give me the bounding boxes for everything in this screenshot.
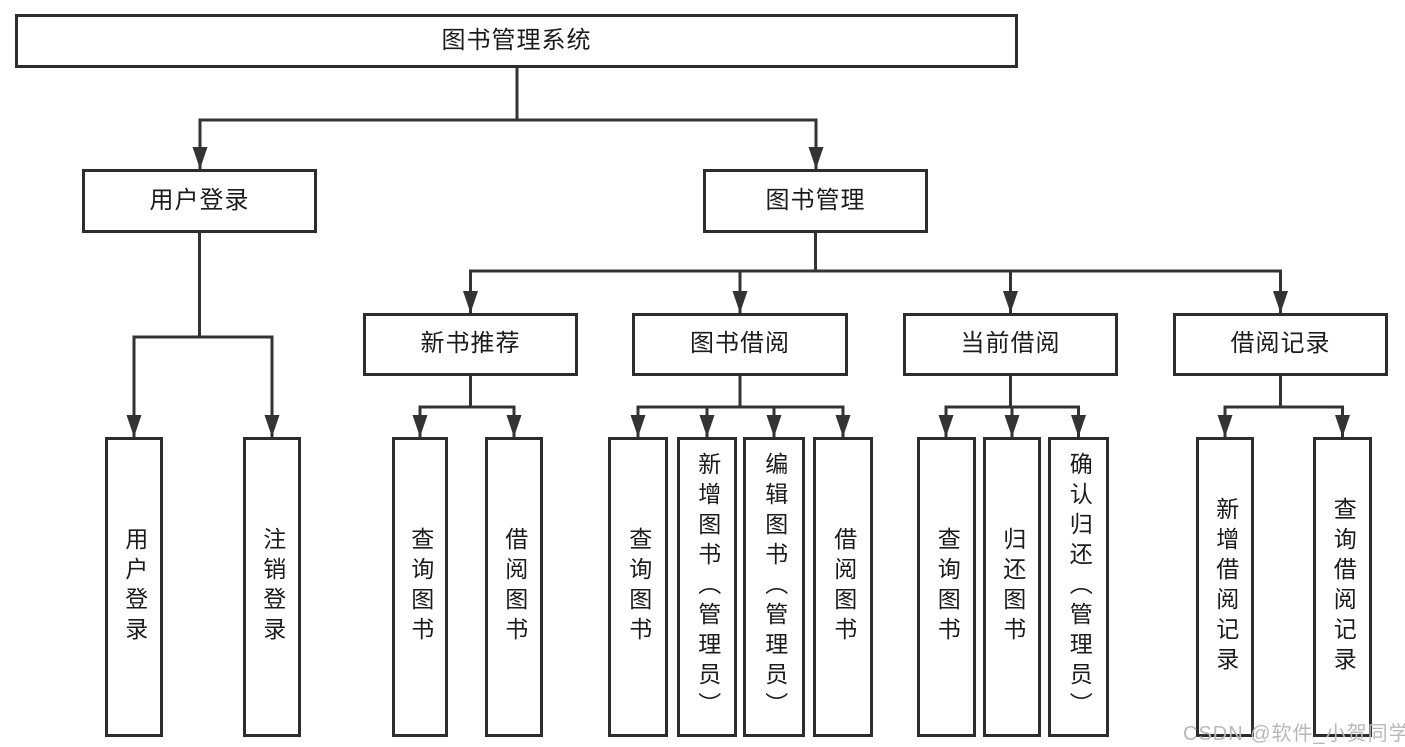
leaf-add-book-admin: 新增图书（管理员） <box>677 437 737 737</box>
edge-book-borrow-to-leaves <box>630 376 851 437</box>
leaf-borrow-books-borrow: 借阅图书 <box>813 437 873 737</box>
edge-user-login-to-leaves <box>126 233 280 437</box>
node-root: 图书管理系统 <box>15 14 1018 68</box>
leaf-borrow-books-recommend: 借阅图书 <box>485 437 543 737</box>
leaf-return-book: 归还图书 <box>983 437 1041 737</box>
leaf-add-borrow-record: 新增借阅记录 <box>1196 437 1254 737</box>
node-book-management: 图书管理 <box>703 169 928 233</box>
edge-current-borrow-to-leaves <box>938 376 1086 437</box>
leaf-edit-book-admin: 编辑图书（管理员） <box>743 437 805 737</box>
node-book-borrow: 图书借阅 <box>632 313 848 376</box>
edge-root-to-level2 <box>192 68 824 169</box>
node-borrow-records: 借阅记录 <box>1173 313 1388 376</box>
leaf-query-borrow-record: 查询借阅记录 <box>1313 437 1372 737</box>
edge-borrow-records-to-leaves <box>1217 376 1350 437</box>
leaf-query-books-recommend: 查询图书 <box>392 437 448 737</box>
edge-new-book-recommend-to-leaves <box>412 376 522 437</box>
node-current-borrow: 当前借阅 <box>903 313 1118 376</box>
leaf-query-books-borrow: 查询图书 <box>608 437 668 737</box>
edge-book-management-to-level3 <box>463 233 1288 313</box>
csdn-watermark: CSDN @软件_小贺同学 <box>1183 723 1405 745</box>
node-user-login: 用户登录 <box>82 169 317 233</box>
leaf-confirm-return-admin: 确认归还（管理员） <box>1048 437 1109 737</box>
node-new-book-recommend: 新书推荐 <box>363 313 578 376</box>
leaf-logout-login: 注销登录 <box>243 437 301 737</box>
leaf-query-books-current: 查询图书 <box>917 437 976 737</box>
leaf-user-login: 用户登录 <box>105 437 163 737</box>
